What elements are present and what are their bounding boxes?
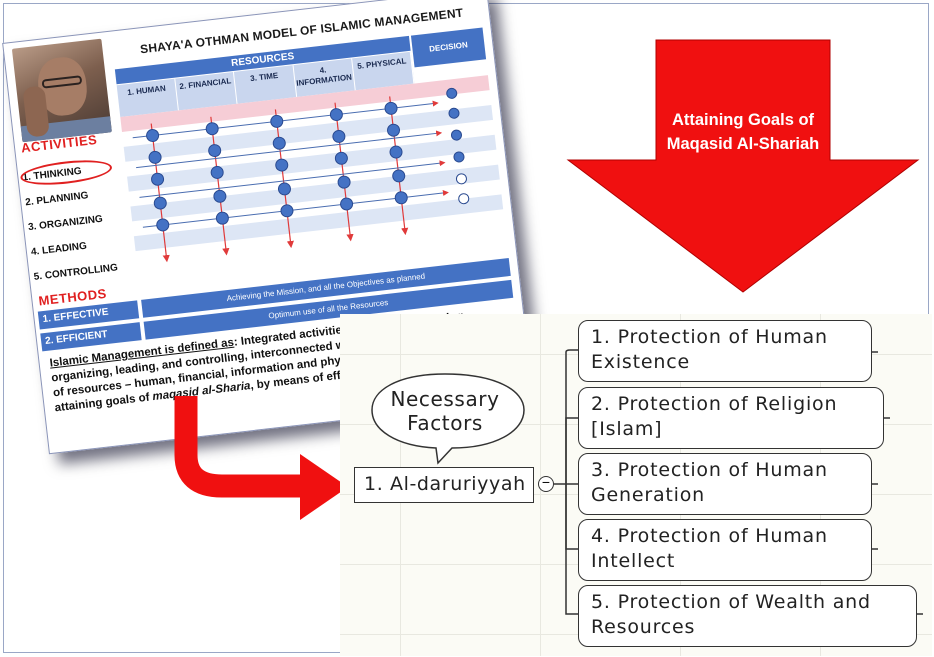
child-node-line: Intellect [591,550,676,572]
child-node[interactable]: 3. Protection of Human Generation [578,453,872,515]
child-node-line: 5. Protection of Wealth and [591,591,871,613]
speech-bubble [371,373,525,465]
root-node[interactable]: 1. Al-daruriyyah [354,467,534,503]
child-node-line: 1. Protection of Human [591,326,828,348]
collapse-toggle[interactable]: − [538,475,554,492]
bubble-label: Necessary Factors [390,387,500,435]
child-node[interactable]: 4. Protection of Human Intellect [578,519,872,581]
bubble-text: Necessary Factors [386,387,504,435]
curved-arrow-head [300,454,348,520]
child-node-line: 3. Protection of Human [591,459,828,481]
goal-arrow-text: Attaining Goals of Maqasid Al-Shariah [666,111,820,153]
child-node-line: Generation [591,484,705,506]
child-node[interactable]: 5. Protection of Wealth and Resources [578,585,917,647]
management-model-slide: SHAYA'A OTHMAN MODEL OF ISLAMIC MANAGEME… [2,0,534,455]
resource-dots [146,87,470,232]
child-node-line: Existence [591,351,690,373]
child-node[interactable]: 2. Protection of Religion [Islam] [578,387,884,449]
child-node-line: Resources [591,616,696,638]
goal-arrow [566,39,920,293]
child-node-line: 4. Protection of Human [591,525,828,547]
child-node-line: 2. Protection of Religion [591,393,838,415]
child-node-line: [Islam] [591,418,663,440]
child-node[interactable]: 1. Protection of Human Existence [578,320,872,382]
curved-arrow [174,396,305,498]
